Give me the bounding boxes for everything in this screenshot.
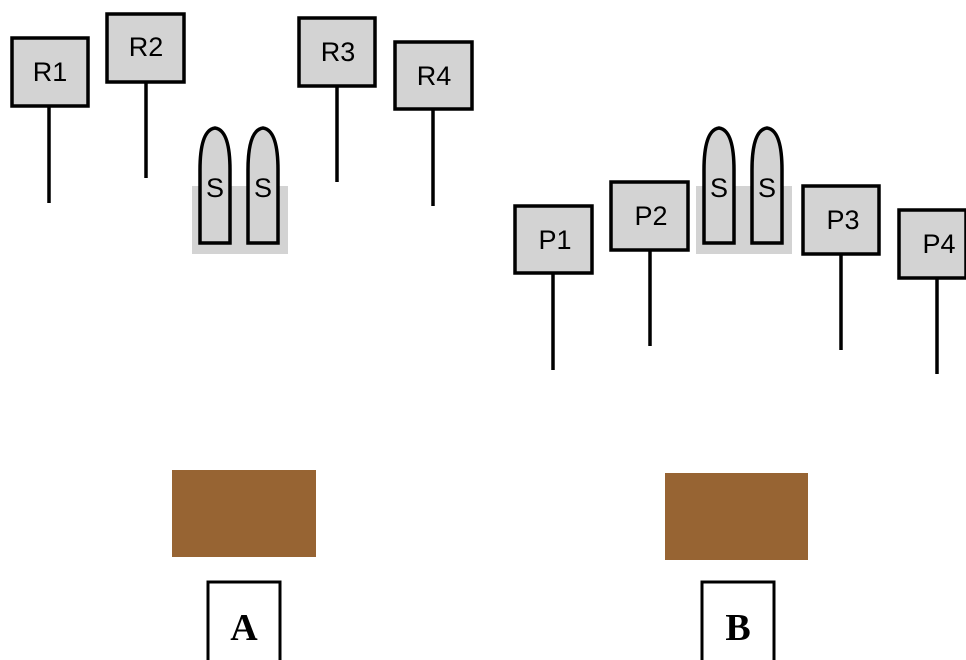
s-marker-left (702, 126, 736, 245)
sign-label: R4 (417, 61, 452, 91)
s-pair-b: S S (696, 126, 792, 254)
sign-label: P3 (826, 205, 859, 235)
sign-box (297, 16, 377, 88)
sign-box (897, 208, 966, 280)
sign-box (513, 204, 594, 275)
sign-p3: P3 (801, 184, 881, 350)
sign-label: P2 (634, 201, 667, 231)
sign-label: R3 (321, 37, 356, 67)
sign-p2: P2 (609, 180, 690, 346)
s-marker-label: S (758, 173, 776, 203)
label-frame-box (206, 580, 282, 660)
sign-label: R2 (129, 32, 164, 62)
sign-label: P4 (922, 229, 955, 259)
s-marker-right (246, 126, 280, 245)
label-frame-box (700, 580, 776, 660)
label-frame-a: A (206, 580, 282, 660)
sign-p4: P4 (897, 208, 966, 374)
sign-box (393, 40, 474, 111)
sign-r2: R2 (105, 12, 186, 178)
s-marker-right (750, 126, 784, 245)
s-marker-label: S (206, 173, 224, 203)
sign-label: P1 (538, 225, 571, 255)
sign-label: R1 (33, 57, 68, 87)
sign-box (105, 12, 186, 84)
sign-box (10, 36, 90, 108)
sign-r3: R3 (297, 16, 377, 182)
s-pair-a: S S (192, 126, 288, 254)
sign-r1: R1 (10, 36, 90, 203)
panel-label: A (230, 607, 258, 649)
s-marker-label: S (254, 173, 272, 203)
s-marker-label: S (710, 173, 728, 203)
sign-r4: R4 (393, 40, 474, 206)
sign-box (801, 184, 881, 256)
s-marker-left (198, 126, 232, 245)
label-frame-b: B (700, 580, 776, 660)
block-b (665, 473, 808, 560)
sign-p1: P1 (513, 204, 594, 370)
block-a (172, 470, 316, 557)
panel-label: B (725, 607, 750, 649)
sign-box (609, 180, 690, 252)
